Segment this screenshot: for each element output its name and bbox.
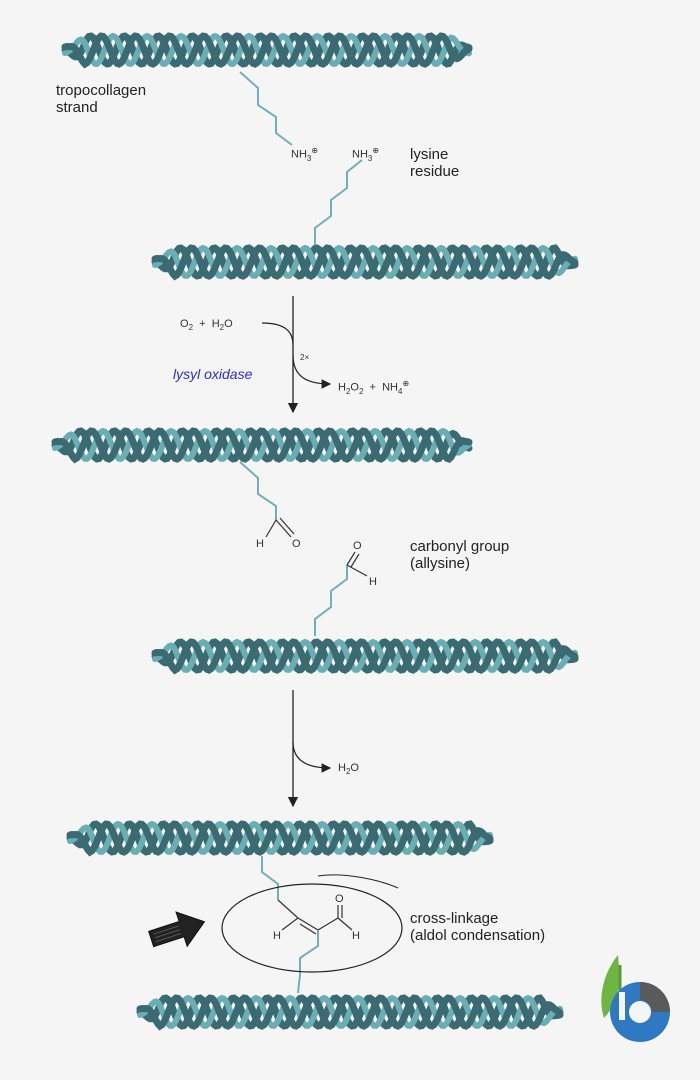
atom-h-bottom: H — [369, 576, 377, 588]
charge-plus: ⊕ — [372, 146, 380, 155]
atom-o-top: O — [292, 538, 301, 550]
allysine-side-chain-bottom — [314, 565, 348, 636]
crosslink-label: cross-linkage (aldol condensation) — [410, 910, 545, 944]
crosslink-double-bond-b — [299, 923, 317, 935]
helix-strand — [151, 244, 579, 281]
crosslink-ch-bond-1 — [277, 899, 299, 919]
water-sub: 2 — [345, 767, 351, 777]
arrow-icon — [148, 911, 206, 948]
tropocollagen-label-line2: strand — [56, 99, 98, 116]
aldehyde-c-o-bond-top — [275, 519, 292, 538]
atom-o-crosslink: O — [335, 893, 344, 905]
h2o-o: O — [224, 318, 233, 330]
aldehyde-c-o-bond-bottom — [346, 551, 356, 566]
aldehyde-c-h-bond-top — [265, 519, 277, 538]
tropocollagen-helix-5 — [66, 820, 494, 857]
nh3-text: NH — [352, 148, 368, 161]
helix-strand — [51, 427, 473, 464]
o2-sub: 2 — [188, 323, 194, 333]
nh3-text: NH — [291, 148, 307, 161]
highlight-stroke — [317, 874, 399, 889]
lysine-label-line1: lysine — [410, 146, 449, 163]
h2o2-sub2: 2 — [358, 386, 364, 396]
nh3-sub: 3 — [306, 153, 312, 163]
nh4-sub: 4 — [398, 386, 403, 396]
crosslink-label-line2: (aldol condensation) — [410, 927, 546, 944]
water-o: O — [350, 762, 359, 774]
allysine-side-chain-top — [239, 461, 277, 520]
aldehyde-c-o-double-bottom — [350, 553, 360, 568]
plus-sign: + — [199, 318, 206, 330]
enzyme-label: lysyl oxidase — [173, 366, 253, 382]
lysine-side-chain-top — [239, 71, 293, 146]
tropocollagen-label: tropocollagen strand — [56, 82, 146, 116]
water-curve-out — [292, 741, 332, 773]
nh3-label-bottom: NH3⊕ — [352, 145, 379, 165]
tropocollagen-helix-1 — [61, 32, 473, 69]
reagents-label: O2 + H2O — [180, 318, 233, 334]
logo-icon — [601, 955, 670, 1042]
crosslink-h-bond — [281, 917, 299, 931]
lysine-label: lysine residue — [410, 146, 459, 180]
crosslink-chain-top — [261, 856, 279, 900]
carbonyl-label-line1: carbonyl group — [410, 538, 510, 555]
atom-h-crosslink-right: H — [352, 930, 360, 942]
aldehyde-c-o-double-top — [279, 517, 295, 535]
tropocollagen-label-line1: tropocollagen — [56, 82, 147, 99]
helix-strand — [62, 32, 472, 67]
aldehyde-c-h-bond-bottom — [346, 564, 368, 577]
h2o-sub: 2 — [219, 323, 225, 333]
lysine-side-chain-bottom — [314, 159, 363, 245]
lysine-label-line2: residue — [410, 163, 460, 180]
tropocollagen-helix-6 — [136, 994, 564, 1031]
products-label: H2O2 + NH4⊕ — [338, 378, 409, 398]
nh3-label-top: NH3⊕ — [291, 145, 318, 165]
carbonyl-label-line2: (allysine) — [410, 555, 471, 572]
charge-plus: ⊕ — [311, 146, 319, 155]
highlight-ellipse — [221, 883, 403, 973]
charge-plus: ⊕ — [402, 379, 410, 388]
helix-strand — [151, 638, 579, 675]
helix-strand — [66, 820, 494, 857]
helix-strand — [61, 32, 473, 69]
helix-strand — [52, 427, 472, 462]
water-label: H2O — [338, 762, 359, 778]
crosslink-ch — [337, 917, 353, 931]
tropocollagen-helix-3 — [51, 427, 473, 464]
tropocollagen-helix-4 — [151, 638, 579, 675]
h2o2-h: H — [338, 381, 346, 394]
reagent-curve-in — [261, 322, 294, 346]
crosslink-double-bond-a — [297, 917, 319, 931]
product-curve-out — [292, 354, 332, 389]
crosslink-chain-bottom — [297, 930, 319, 994]
helix-strand — [136, 994, 564, 1031]
crosslink-label-line1: cross-linkage — [410, 910, 499, 927]
carbonyl-label: carbonyl group (allysine) — [410, 538, 509, 572]
h2o2-sub1: 2 — [345, 386, 351, 396]
h2o-h: H — [211, 318, 220, 330]
plus-sign: + — [369, 381, 376, 394]
nh4-text: NH — [382, 381, 398, 394]
o2-o: O — [180, 318, 189, 330]
atom-h-top: H — [256, 538, 264, 550]
crosslink-c-cho — [317, 917, 339, 931]
atom-h-crosslink-left: H — [273, 930, 281, 942]
atom-o-bottom: O — [353, 540, 362, 552]
tropocollagen-helix-2 — [151, 244, 579, 281]
coefficient-label: 2× — [300, 353, 310, 362]
water-h: H — [338, 762, 346, 774]
nh3-sub: 3 — [367, 153, 373, 163]
h2o2-o: O — [350, 381, 359, 394]
